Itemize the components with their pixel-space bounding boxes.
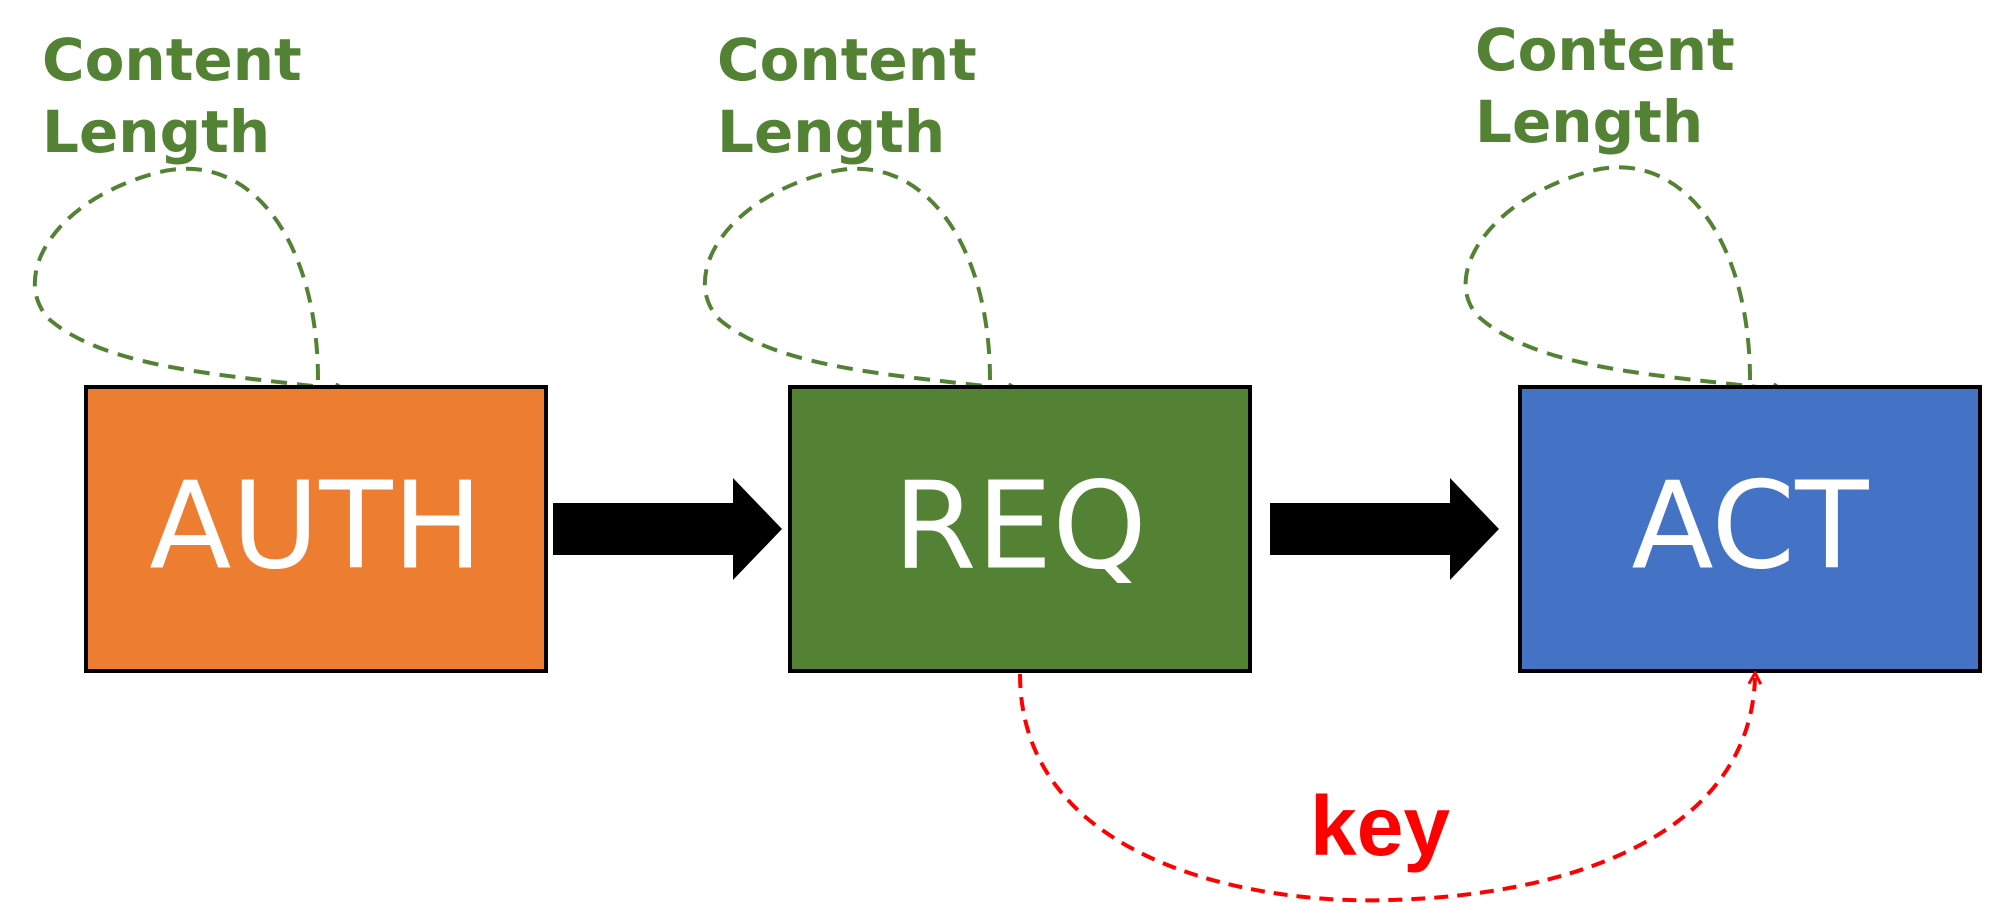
self-loop-act-label-line2: Length [1475, 88, 1703, 156]
flow-arrow-auth-to-req [553, 478, 782, 580]
self-loop-act-curve [1463, 165, 1783, 390]
node-auth: AUTH [84, 385, 548, 673]
node-auth-label: AUTH [149, 458, 482, 597]
key-edge-curve [1018, 674, 1755, 903]
self-loop-auth-label-line1: Content [42, 26, 302, 94]
node-act-label: ACT [1631, 458, 1869, 597]
node-req-label: REQ [893, 458, 1147, 597]
node-auth-box [84, 385, 548, 673]
key-edge-label: key [1310, 779, 1450, 873]
node-act: ACT [1518, 385, 1982, 673]
self-loop-req-curve [702, 166, 1018, 390]
self-loop-auth-label-line2: Length [42, 98, 270, 166]
self-loop-auth: Content Length [32, 26, 345, 390]
self-loop-req: Content Length [702, 26, 1018, 390]
node-act-box [1518, 385, 1982, 673]
node-req-box [788, 385, 1252, 673]
key-edge: key [1018, 674, 1755, 903]
self-loop-act-label-line1: Content [1475, 16, 1735, 84]
self-loop-auth-curve [32, 166, 345, 390]
node-req: REQ [788, 385, 1252, 673]
self-loop-req-label-line1: Content [717, 26, 977, 94]
self-loop-req-label-line2: Length [717, 98, 945, 166]
flow-arrow-req-to-act [1270, 478, 1499, 580]
self-loop-act: Content Length [1463, 16, 1783, 390]
